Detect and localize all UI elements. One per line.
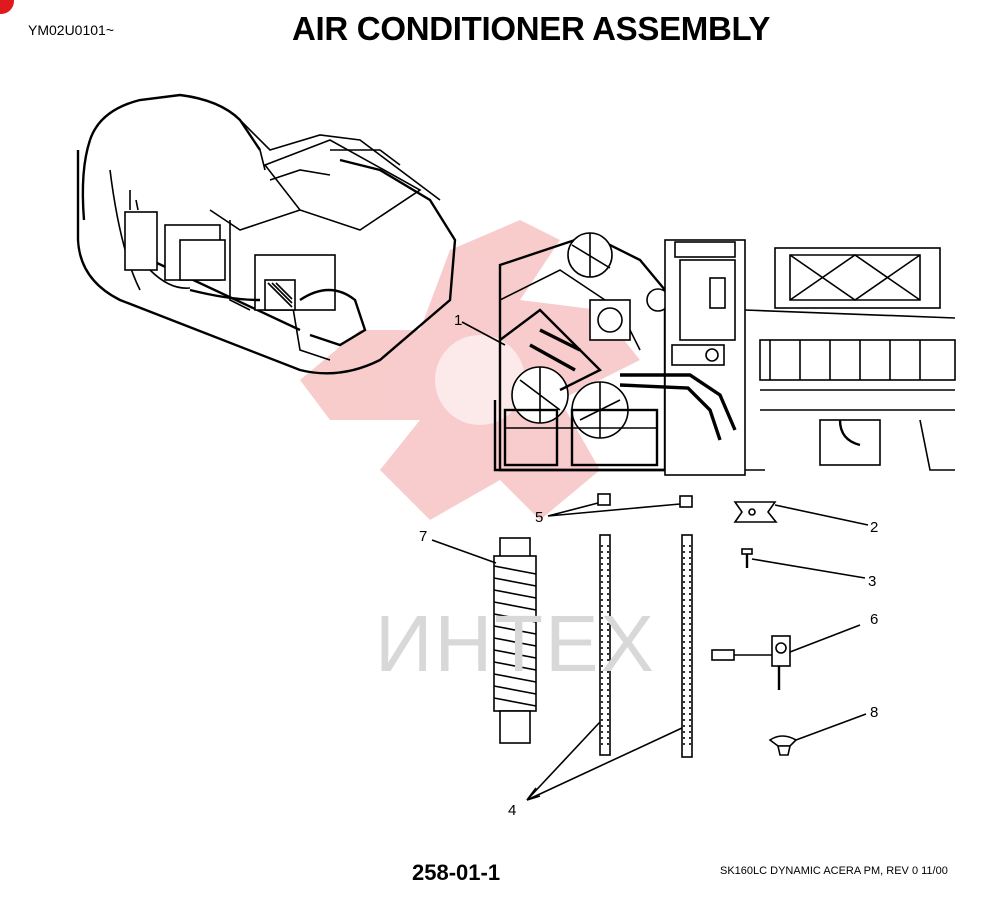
part-8-clip (768, 713, 867, 756)
part-2-bracket (733, 501, 869, 526)
part-4-seal-strips (526, 534, 693, 801)
callout-2: 2 (870, 519, 878, 536)
callout-1: 1 (454, 312, 462, 329)
part-3-screw (741, 548, 866, 579)
callout-6: 6 (870, 611, 878, 628)
ac-unit-illustration (493, 232, 956, 476)
watermark-emblem (300, 220, 640, 520)
part-6-connector (711, 624, 861, 690)
callout-4: 4 (508, 802, 516, 819)
page-number: 258-01-1 (412, 860, 501, 885)
footer-note: SK160LC DYNAMIC ACERA PM, REV 0 11/00 (720, 865, 948, 877)
part-7-hose (431, 537, 537, 744)
callout-8: 8 (870, 704, 878, 721)
machine-cab-illustration (76, 93, 457, 375)
callout-3: 3 (868, 573, 876, 590)
document-code: YM02U0101~ (28, 22, 115, 38)
callout-7: 7 (419, 528, 427, 545)
part-5-pads (547, 493, 693, 517)
callout-5: 5 (535, 509, 543, 526)
page-title: AIR CONDITIONER ASSEMBLY (292, 10, 771, 47)
leader-1 (461, 321, 506, 346)
watermark-text: ИНТЕХ (375, 599, 656, 688)
